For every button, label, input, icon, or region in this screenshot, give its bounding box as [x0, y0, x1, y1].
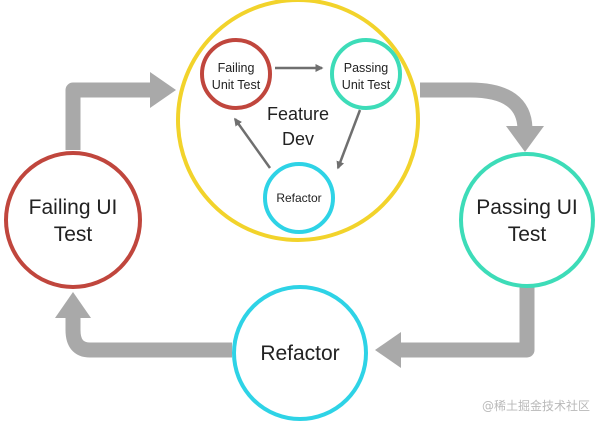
- outer-refactor-label: Refactor: [260, 342, 339, 365]
- arrow-passing-unit-to-refactor: [336, 109, 362, 170]
- inner-refactor-label: Refactor: [276, 191, 321, 205]
- outer-refactor-circle: [232, 285, 368, 421]
- arrow-passing-ui-to-refactor: [400, 285, 535, 358]
- failing-ui-test-label-line2: Test: [54, 223, 93, 246]
- passing-ui-test-label-line2: Test: [508, 223, 547, 246]
- arrow-feature-dev-to-passing-ui: [420, 82, 533, 131]
- failing-ui-test-label-line1: Failing UI: [29, 196, 118, 219]
- failing-ui-test-circle: [4, 151, 142, 289]
- failing-unit-test-circle: [200, 38, 272, 110]
- feature-dev-label-line1: Feature: [267, 104, 329, 124]
- arrow-failing-ui-to-feature-dev: [65, 82, 150, 150]
- arrow-refactor-to-failing-unit: [233, 117, 272, 169]
- failing-unit-test-label-line1: Failing: [218, 61, 255, 75]
- arrow-refactor-to-failing-ui: [65, 318, 232, 358]
- passing-ui-test-label-line1: Passing UI: [476, 196, 578, 219]
- watermark-text: @稀土掘金技术社区: [482, 398, 590, 413]
- arrow-head-to-feature-dev: [150, 72, 176, 108]
- inner-refactor-circle: [263, 162, 335, 234]
- arrow-head-to-refactor: [375, 332, 401, 368]
- inner-cycle-arrows: [233, 64, 362, 170]
- feature-dev-label-line2: Dev: [282, 129, 314, 149]
- outer-cycle-arrows: [55, 72, 544, 368]
- arrow-head-to-passing-ui: [506, 126, 544, 152]
- failing-unit-test-label-line2: Unit Test: [212, 78, 261, 92]
- arrow-head-to-failing-ui: [55, 292, 91, 318]
- passing-unit-test-label-line1: Passing: [344, 61, 389, 75]
- passing-unit-test-label-line2: Unit Test: [342, 78, 391, 92]
- passing-ui-test-circle: [459, 152, 595, 288]
- passing-unit-test-circle: [330, 38, 402, 110]
